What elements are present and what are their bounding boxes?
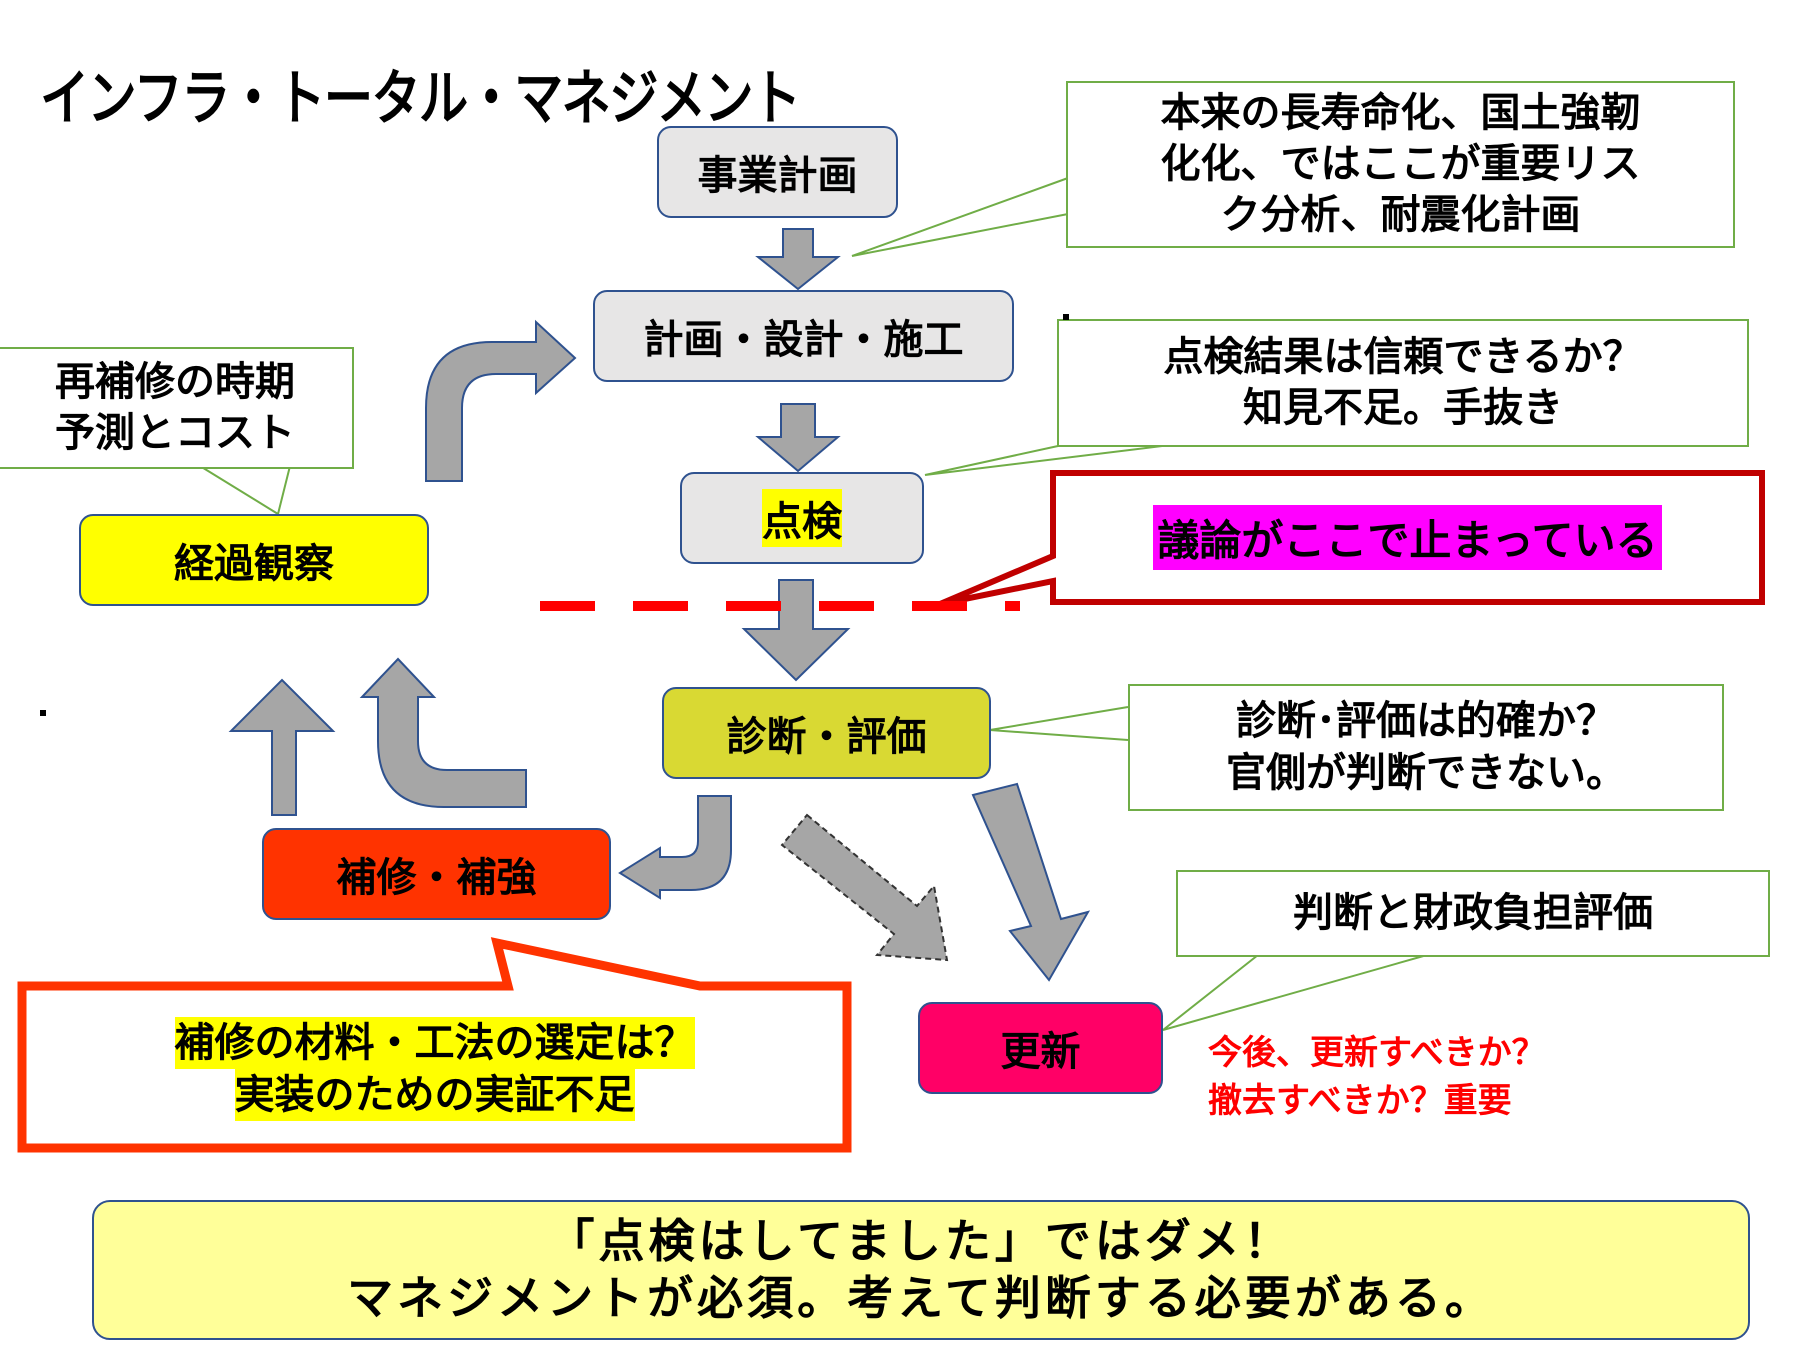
conclusion-box: 「点検はしてました」ではダメ！ マネジメントが必須。考えて判断する必要がある。 [92,1200,1750,1340]
node-renewal-label: 更新 [1000,1029,1081,1075]
note-diagnosis-line-2: 官側が判断できない。 [1226,749,1626,796]
node-diagnosis: 診断・評価 [662,687,991,779]
note-finance: 判断と財政負担評価 [1176,870,1770,957]
note-resilience: 本来の長寿命化、国土強靭 化化、ではここが重要リス ク分析、耐震化計画 [1066,81,1735,248]
node-business-plan-label: 事業計画 [697,153,858,199]
conclusion-line-1: 「点検はしてました」ではダメ！ [548,1213,1294,1268]
arrow-curve-observation-to-plan [425,319,577,482]
note-diagnosis-line-1: 診断･評価は的確か？ [1236,698,1616,745]
node-diagnosis-label: 診断・評価 [726,714,927,760]
arrow-up-left [228,678,336,816]
repair-material-line-1: 補修の材料・工法の選定は？ [174,1017,695,1069]
node-repair: 補修・補強 [262,828,611,920]
node-inspection: 点検 [680,472,924,564]
node-observation-label: 経過観察 [174,541,334,587]
node-repair-label: 補修・補強 [336,855,537,901]
note-pointer-diagnosis [989,706,1129,741]
stray-dot [1063,314,1069,320]
note-rerepair: 再補修の時期 予測とコスト [0,347,354,469]
note-resilience-line-3: ク分析、耐震化計画 [1220,192,1581,239]
node-plan-design-build-label: 計画・設計・施工 [643,317,964,363]
conclusion-line-2: マネジメントが必須。考えて判断する必要がある。 [347,1271,1495,1325]
note-pointer-inspection [924,445,1163,476]
node-observation: 経過観察 [79,514,429,606]
arrow-down-inspection-to-diagnosis [741,579,851,682]
node-plan-design-build: 計画・設計・施工 [593,290,1014,382]
note-pointer-finance [1162,954,1428,1031]
arrow-hook-diagnosis-to-repair [618,795,732,900]
node-renewal: 更新 [918,1002,1163,1094]
note-rerepair-line-1: 再補修の時期 [55,358,295,405]
arrow-dashed-diagonal [780,813,949,962]
arrow-down-plan-to-inspection [755,403,841,473]
repair-material-line-2: 実装のための実証不足 [234,1069,635,1121]
note-rerepair-line-2: 予測とコスト [55,410,295,456]
note-inspection-reliability: 点検結果は信頼できるか？ 知見不足。手抜き [1057,319,1749,447]
debate-callout-text: 議論がここで止まっている [1153,505,1662,570]
renewal-question-line-2: 撤去すべきか？重要 [1208,1080,1512,1121]
arrow-hook-up [359,657,527,808]
node-business-plan: 事業計画 [657,126,898,218]
renewal-question: 今後、更新すべきか？ 撤去すべきか？重要 [1208,1030,1546,1125]
note-inspection-line-1: 点検結果は信頼できるか？ [1163,333,1643,380]
renewal-question-line-1: 今後、更新すべきか？ [1208,1033,1546,1073]
node-inspection-label: 点検 [762,489,842,547]
note-resilience-line-1: 本来の長寿命化、国土強靭 [1160,89,1641,136]
note-pointer-resilience [851,177,1069,257]
arrow-down-business-to-plan [755,228,841,291]
repair-material-callout: 補修の材料・工法の選定は？ 実装のための実証不足 [22,990,847,1148]
note-finance-text: 判断と財政負担評価 [1293,889,1653,936]
arrow-diagnosis-to-renewal [971,782,1091,982]
note-resilience-line-2: 化化、ではここが重要リス [1160,140,1641,187]
note-diagnosis-accuracy: 診断･評価は的確か？ 官側が判断できない。 [1128,684,1724,811]
note-inspection-line-2: 知見不足。手抜き [1242,385,1563,431]
page-title: インフラ・トータル・マネジメント [40,64,801,134]
stray-dot [40,710,46,716]
debate-callout: 議論がここで止まっている [1053,473,1762,602]
note-pointer-rerepair [199,465,291,516]
